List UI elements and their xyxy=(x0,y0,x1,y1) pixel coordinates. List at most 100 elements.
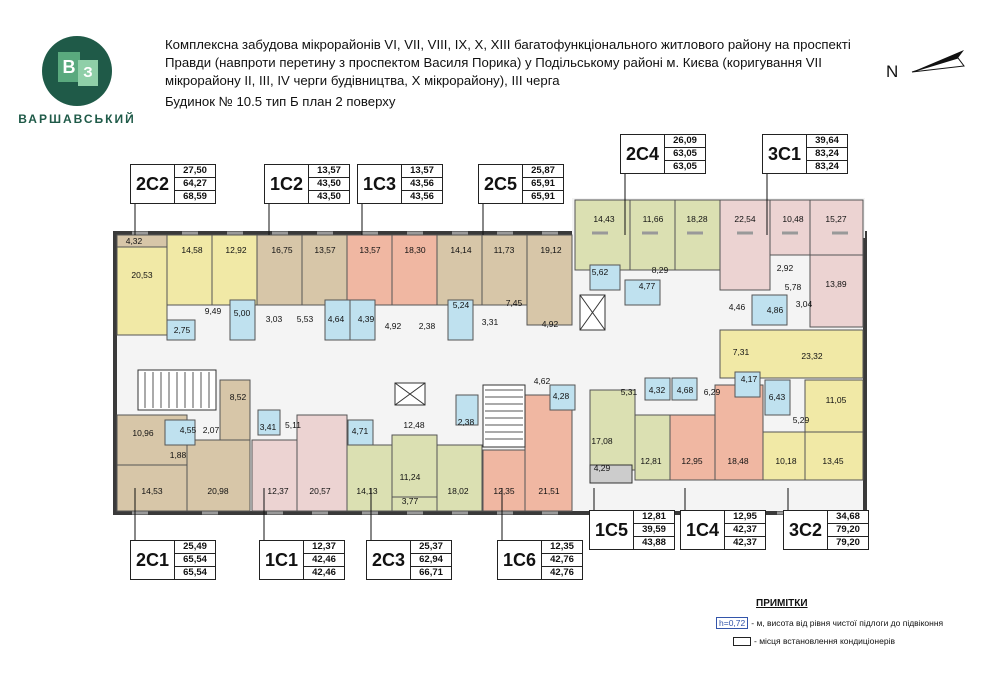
room-area-label: 14,53 xyxy=(141,486,163,496)
room xyxy=(482,449,526,512)
room-area-label: 13,89 xyxy=(825,279,847,289)
room-area-label: 4,17 xyxy=(741,374,758,384)
room xyxy=(804,379,864,433)
room xyxy=(166,234,213,306)
room xyxy=(116,464,188,512)
room-area-label: 5,31 xyxy=(621,387,638,397)
room xyxy=(391,496,438,512)
bathroom xyxy=(164,419,196,446)
room-area-label: 22,54 xyxy=(734,214,756,224)
room-area-label: 21,51 xyxy=(538,486,560,496)
apartment-code: 3С1 xyxy=(768,143,802,164)
ac-symbol xyxy=(733,636,751,646)
room-area-label: 6,29 xyxy=(704,387,721,397)
room xyxy=(116,234,168,336)
apartment-area-v3: 65,54 xyxy=(183,567,207,578)
apartment-area-v3: 66,71 xyxy=(419,567,443,578)
apartment-area-v3: 79,20 xyxy=(836,537,860,548)
room-area-label: 9,49 xyxy=(205,306,222,316)
bathroom xyxy=(324,299,351,341)
room xyxy=(589,389,636,471)
apartment-area-v2: 42,76 xyxy=(542,554,583,567)
apartment-area-v3: 42,76 xyxy=(550,567,574,578)
room-area-label: 6,43 xyxy=(769,392,786,402)
apartment-area-v1: 25,87 xyxy=(523,165,564,178)
room-area-label: 4,64 xyxy=(328,314,345,324)
room xyxy=(391,234,438,306)
apartment-code: 1С2 xyxy=(270,173,304,194)
room xyxy=(809,199,864,256)
apartment-code: 1С3 xyxy=(363,173,397,194)
room-area-label: 14,43 xyxy=(593,214,615,224)
room-area-label: 4,62 xyxy=(534,376,551,386)
room-area-label: 11,73 xyxy=(494,245,515,255)
room-area-label: 14,14 xyxy=(450,245,472,255)
apartment-area-v2: 43,56 xyxy=(402,178,443,191)
room xyxy=(219,379,251,441)
apartment-code: 1С1 xyxy=(265,549,299,570)
apartment-code: 1С6 xyxy=(503,549,537,570)
room-area-label: 4,29 xyxy=(594,463,611,473)
room-area-label: 13,57 xyxy=(314,245,336,255)
apartment-area-v2: 43,50 xyxy=(309,178,350,191)
room-area-label: 4,28 xyxy=(553,391,570,401)
room xyxy=(719,329,864,379)
room-area-label: 15,27 xyxy=(825,214,847,224)
bathroom xyxy=(764,379,791,416)
bathroom xyxy=(624,279,661,306)
apartment-area-v3: 43,56 xyxy=(410,191,434,202)
room-area-label: 5,24 xyxy=(453,300,470,310)
room xyxy=(804,431,864,481)
lift-cross xyxy=(394,382,426,406)
apartment-area-v3: 63,05 xyxy=(673,161,697,172)
room-area-label: 12,92 xyxy=(225,245,247,255)
balcony xyxy=(589,464,633,484)
bathroom xyxy=(455,394,479,426)
room-area-label: 4,32 xyxy=(126,236,143,246)
room xyxy=(634,414,671,481)
apartment-area-v2: 79,20 xyxy=(828,524,869,537)
apartment-area-v2: 39,59 xyxy=(634,524,675,537)
apartment-code: 2С1 xyxy=(136,549,170,570)
room-area-label: 11,24 xyxy=(400,472,421,482)
room-area-label: 10,18 xyxy=(775,456,797,466)
apartment-code: 2С5 xyxy=(484,173,518,194)
room xyxy=(186,439,251,512)
room xyxy=(346,444,393,512)
apartment-area-v1: 12,37 xyxy=(304,541,345,554)
room-area-label: 8,52 xyxy=(230,392,247,402)
room-area-label: 4,46 xyxy=(729,302,746,312)
bathroom xyxy=(751,294,788,326)
room-area-label: 4,68 xyxy=(677,385,694,395)
room-area-label: 17,08 xyxy=(591,436,613,446)
room-area-label: 8,29 xyxy=(652,265,669,275)
apartment-area-v1: 13,57 xyxy=(402,165,443,178)
room-area-label: 2,75 xyxy=(174,325,191,335)
room-area-label: 12,48 xyxy=(403,420,425,430)
developer-logo: В З ВАРШАВСЬКИЙ xyxy=(12,30,142,130)
apartment-area-v1: 12,35 xyxy=(542,541,583,554)
room xyxy=(769,199,811,256)
north-label: N xyxy=(886,62,899,81)
room xyxy=(116,234,168,248)
notes-title: ПРИМІТКИ xyxy=(756,598,808,609)
room-area-label: 12,81 xyxy=(640,456,662,466)
apartment-area-v3: 43,50 xyxy=(317,191,341,202)
room xyxy=(436,234,483,306)
room-area-label: 5,00 xyxy=(234,308,251,318)
